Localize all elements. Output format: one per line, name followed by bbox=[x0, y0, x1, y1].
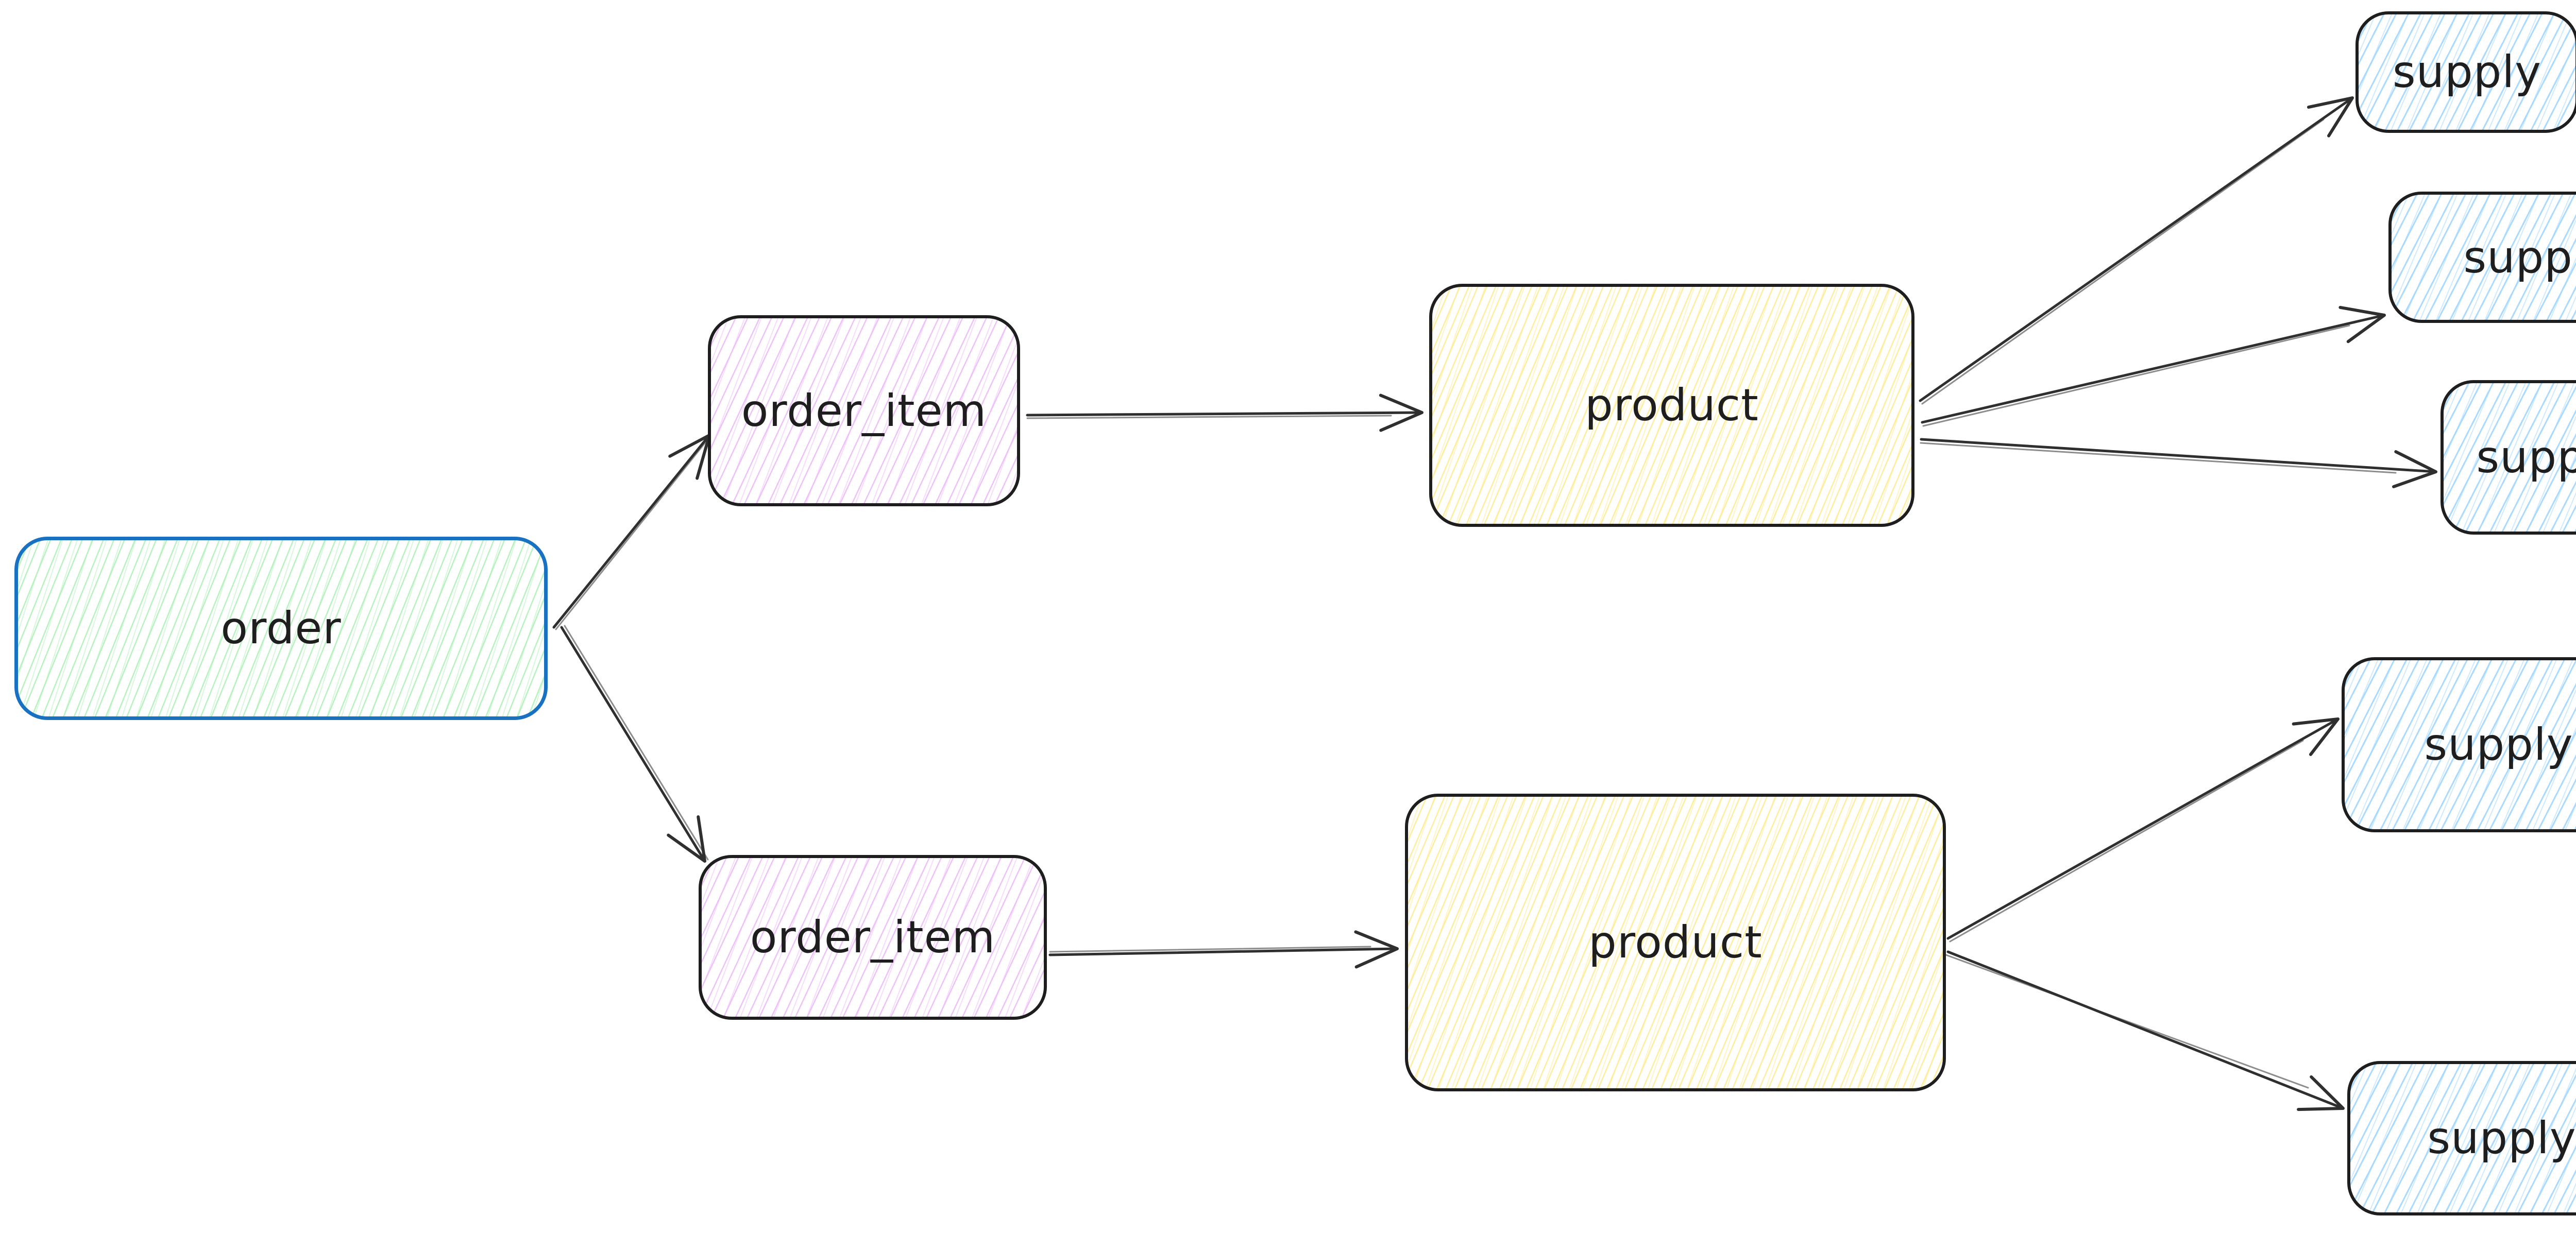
node-product-1[interactable]: product bbox=[1429, 284, 1914, 527]
node-order-item-1-label: order_item bbox=[741, 385, 987, 437]
node-supply-3[interactable]: supply bbox=[2441, 380, 2576, 535]
node-supply-4-label: supply bbox=[2424, 719, 2573, 770]
node-order-label: order bbox=[221, 603, 342, 654]
node-order-item-1[interactable]: order_item bbox=[708, 315, 1020, 506]
node-product-1-label: product bbox=[1585, 380, 1759, 431]
node-supply-1-label: supply bbox=[2392, 46, 2542, 98]
node-supply-1[interactable]: supply bbox=[2355, 11, 2576, 133]
node-supply-3-label: supply bbox=[2476, 432, 2576, 483]
node-order-item-2-label: order_item bbox=[750, 912, 996, 963]
node-supply-5[interactable]: supply bbox=[2347, 1061, 2576, 1215]
node-supply-5-label: supply bbox=[2427, 1112, 2576, 1164]
arrow-product-1-to-supply-3[interactable] bbox=[1920, 438, 2437, 488]
node-supply-2-label: supply bbox=[2463, 231, 2576, 283]
arrow-product-1-to-supply-1[interactable] bbox=[1919, 96, 2354, 405]
node-order-item-2[interactable]: order_item bbox=[699, 855, 1047, 1020]
arrow-order-item-2-to-product-2[interactable] bbox=[1048, 930, 1399, 969]
node-product-2[interactable]: product bbox=[1405, 794, 1946, 1091]
arrow-product-2-to-supply-5[interactable] bbox=[1945, 950, 2345, 1111]
arrow-order-to-order-item-2[interactable] bbox=[560, 625, 709, 863]
arrow-order-item-1-to-product-1[interactable] bbox=[1026, 393, 1423, 432]
node-supply-2[interactable]: supply bbox=[2388, 192, 2576, 323]
arrow-product-2-to-supply-4[interactable] bbox=[1946, 717, 2340, 943]
arrow-product-1-to-supply-2[interactable] bbox=[1921, 305, 2386, 427]
node-order[interactable]: order bbox=[14, 537, 548, 720]
arrow-order-to-order-item-1[interactable] bbox=[552, 434, 711, 630]
node-product-2-label: product bbox=[1588, 917, 1762, 968]
node-supply-4[interactable]: supply bbox=[2342, 657, 2576, 832]
